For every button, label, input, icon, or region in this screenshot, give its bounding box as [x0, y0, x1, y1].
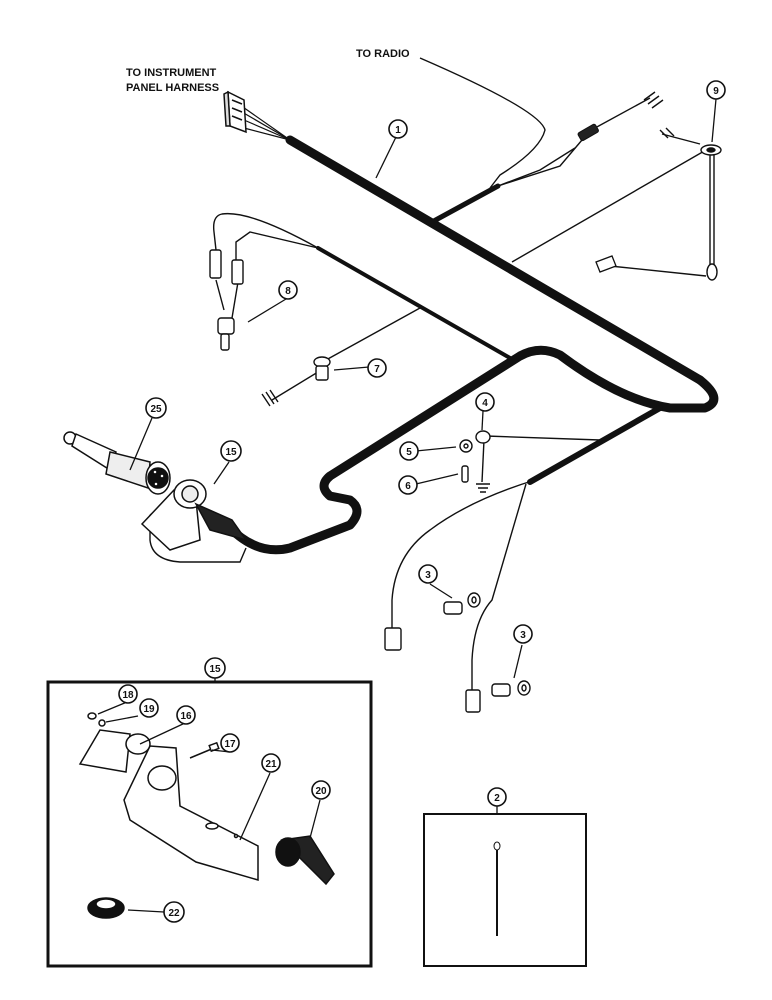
switch-8-icon — [209, 249, 244, 351]
socket-detail-parts — [78, 712, 335, 919]
callout-3-lower: 3 — [513, 624, 533, 644]
callout-15-main: 15 — [220, 440, 242, 462]
callout-2: 2 — [487, 787, 507, 807]
pin-6-icon — [461, 465, 469, 483]
svg-text:3: 3 — [425, 570, 431, 581]
svg-text:18: 18 — [122, 690, 134, 701]
callout-4: 4 — [475, 392, 495, 412]
callout-15-inset: 15 — [204, 657, 226, 679]
nut-5-icon — [459, 439, 473, 453]
callout-5: 5 — [399, 441, 419, 461]
svg-text:6: 6 — [405, 481, 411, 492]
instrument-panel-label-line1: TO INSTRUMENT — [126, 67, 217, 79]
callout-8: 8 — [278, 280, 298, 300]
callout-25: 25 — [145, 397, 167, 419]
instrument-panel-label-line2: PANEL HARNESS — [126, 82, 219, 94]
svg-text:25: 25 — [150, 404, 162, 415]
svg-text:5: 5 — [406, 447, 412, 458]
svg-text:1: 1 — [395, 125, 401, 136]
callout-17: 17 — [220, 733, 240, 753]
svg-text:9: 9 — [713, 86, 719, 97]
trailer-socket-icon — [140, 479, 248, 551]
rear-connector-icon — [384, 627, 481, 713]
callout-1: 1 — [388, 119, 408, 139]
callout-9: 9 — [706, 80, 726, 100]
svg-text:7: 7 — [374, 364, 380, 375]
instrument-panel-connector-icon — [223, 90, 247, 134]
leader-lines — [97, 98, 717, 913]
socket-detail-inset — [46, 680, 373, 968]
callout-7: 7 — [367, 358, 387, 378]
connector-leads — [239, 104, 291, 141]
wire-detail-inset — [423, 813, 587, 967]
callout-3-upper: 3 — [418, 564, 438, 584]
sender-7-icon — [313, 356, 331, 381]
callout-22: 22 — [163, 901, 185, 923]
svg-text:4: 4 — [482, 398, 488, 409]
thin-wires — [149, 57, 715, 690]
sender-4-icon — [475, 430, 491, 444]
callout-16: 16 — [176, 705, 196, 725]
sender-float-icon — [595, 255, 617, 273]
svg-text:19: 19 — [143, 704, 155, 715]
svg-text:16: 16 — [180, 711, 192, 722]
switch-3-icon — [443, 592, 531, 697]
svg-text:3: 3 — [520, 630, 526, 641]
svg-text:2: 2 — [494, 793, 500, 804]
svg-text:15: 15 — [225, 447, 237, 458]
main-harness — [225, 135, 719, 555]
callout-6: 6 — [398, 475, 418, 495]
trailer-plug-icon — [63, 431, 171, 495]
svg-text:20: 20 — [315, 786, 327, 797]
svg-text:22: 22 — [168, 908, 180, 919]
callout-21: 21 — [261, 753, 281, 773]
callout-18: 18 — [118, 684, 138, 704]
callout-19: 19 — [139, 698, 159, 718]
svg-text:17: 17 — [224, 739, 236, 750]
radio-label: TO RADIO — [356, 48, 410, 60]
svg-text:15: 15 — [209, 664, 221, 675]
svg-text:21: 21 — [265, 759, 277, 770]
svg-text:8: 8 — [285, 286, 291, 297]
wire-2-icon — [493, 841, 501, 936]
radio-connector-icon — [577, 123, 599, 142]
callout-20: 20 — [311, 780, 331, 800]
fuel-sender-icon — [700, 144, 722, 281]
